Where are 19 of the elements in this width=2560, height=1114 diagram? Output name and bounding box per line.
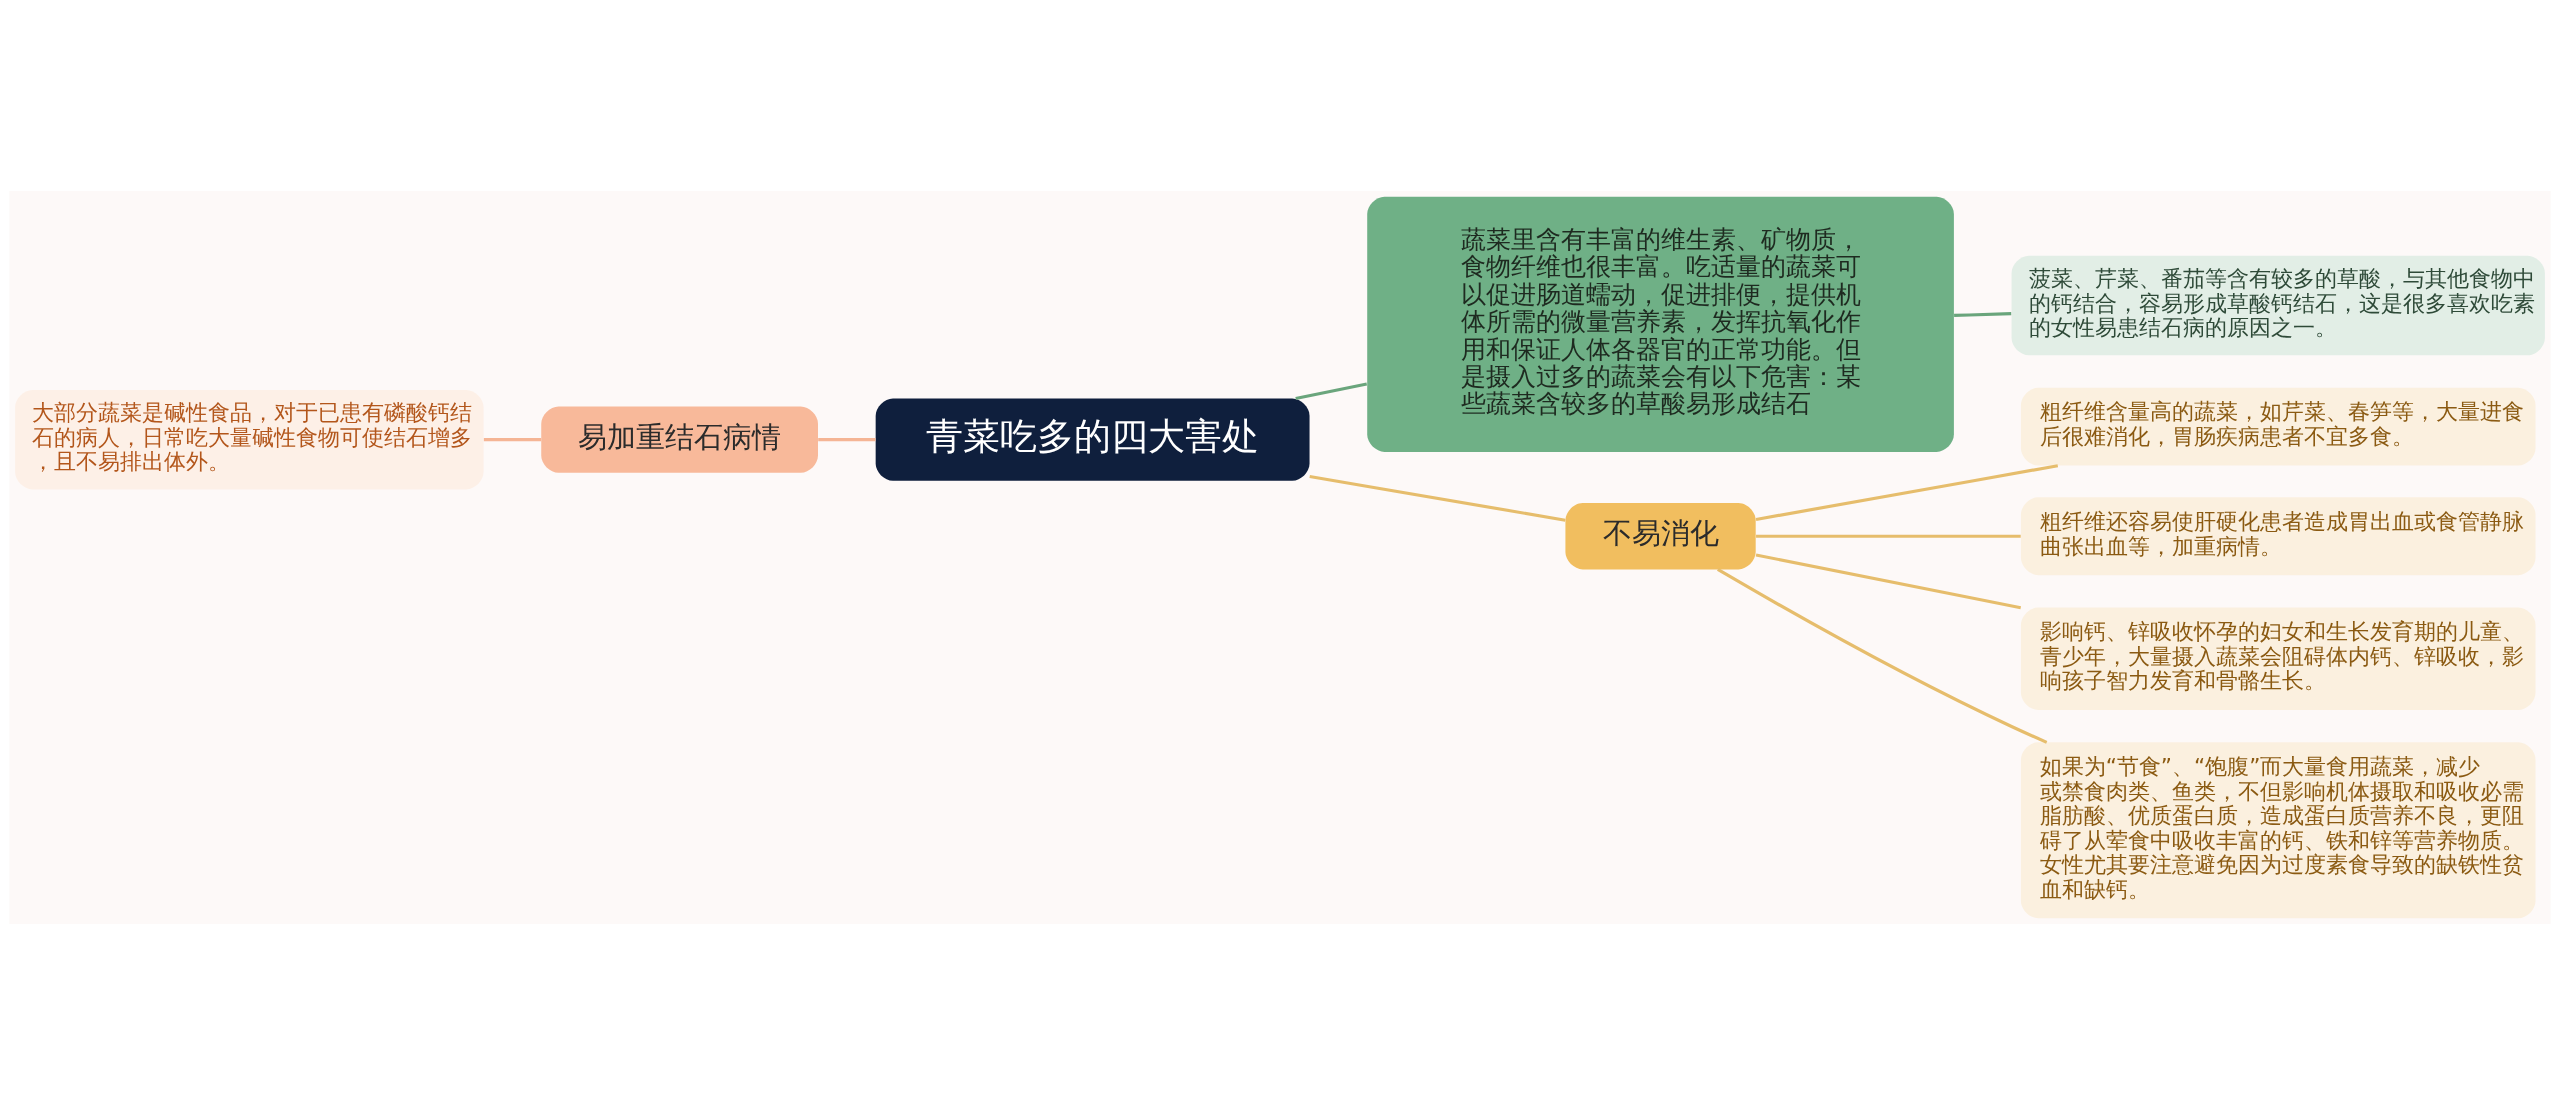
node-box: 影响钙、锌吸收怀孕的妇女和生长发育期的儿童、青少年，大量摄入蔬菜会阻碍体内钙、锌吸收，影响孩子智力发育和骨骼生长。 [2020,607,2536,710]
node-box: 粗纤维含量高的蔬菜，如芹菜、春笋等，大量进食后很难消化，胃肠疾病患者不宜多食。 [2020,387,2536,466]
connector [1755,463,2059,521]
connector [483,437,542,441]
node-box: 不易消化 [1565,502,1756,569]
node-box: 大部分蔬菜是碱性食品，对于已患有磷酸钙结石的病人，日常吃大量碱性食物可使结石增多，且不易排出体外。 [15,389,484,489]
connector [1717,567,2048,744]
node-box: 易加重结石病情 [541,406,818,473]
node-box: 蔬菜里含有丰富的维生素、矿物质，食物纤维也很丰富。吃适量的蔬菜可以促进肠道蠕动，促进排便，提供机体所需的微量营养素，发挥抗氧化作用和保证人体各器官的正常功能。但是摄入过多的蔬菜会有以下危害：某些蔬菜含较多的草酸易形成结石 [1367,196,1954,452]
connector [1756,534,2021,538]
node-box: 如果为“节食”、“饱腹”而大量食用蔬菜，减少或禁食肉类、鱼类，不但影响机体摄取和吸收必需脂肪酸、优质蛋白质，造成蛋白质营养不良，更阻碍了从荤食中吸收丰富的钙、铁和锌等营养物质。女性尤其要注意避免因为过度素食导致的缺铁性贫血和缺钙。 [2020,741,2536,918]
node-box: 菠菜、芹菜、番茄等含有较多的草酸，与其他食物中的钙结合，容易形成草酸钙结石，这是很多喜欢吃素的女性易患结石病的原因之一。 [2011,255,2545,355]
connector [1309,474,1566,522]
node-box: 粗纤维还容易使肝硬化患者造成胃出血或食管静脉曲张出血等，加重病情。 [2020,496,2536,575]
connector [1295,381,1368,400]
connector [818,437,876,441]
connector [1954,311,2012,317]
node-box: 青菜吃多的四大害处 [875,398,1310,481]
connector [1755,552,2022,609]
